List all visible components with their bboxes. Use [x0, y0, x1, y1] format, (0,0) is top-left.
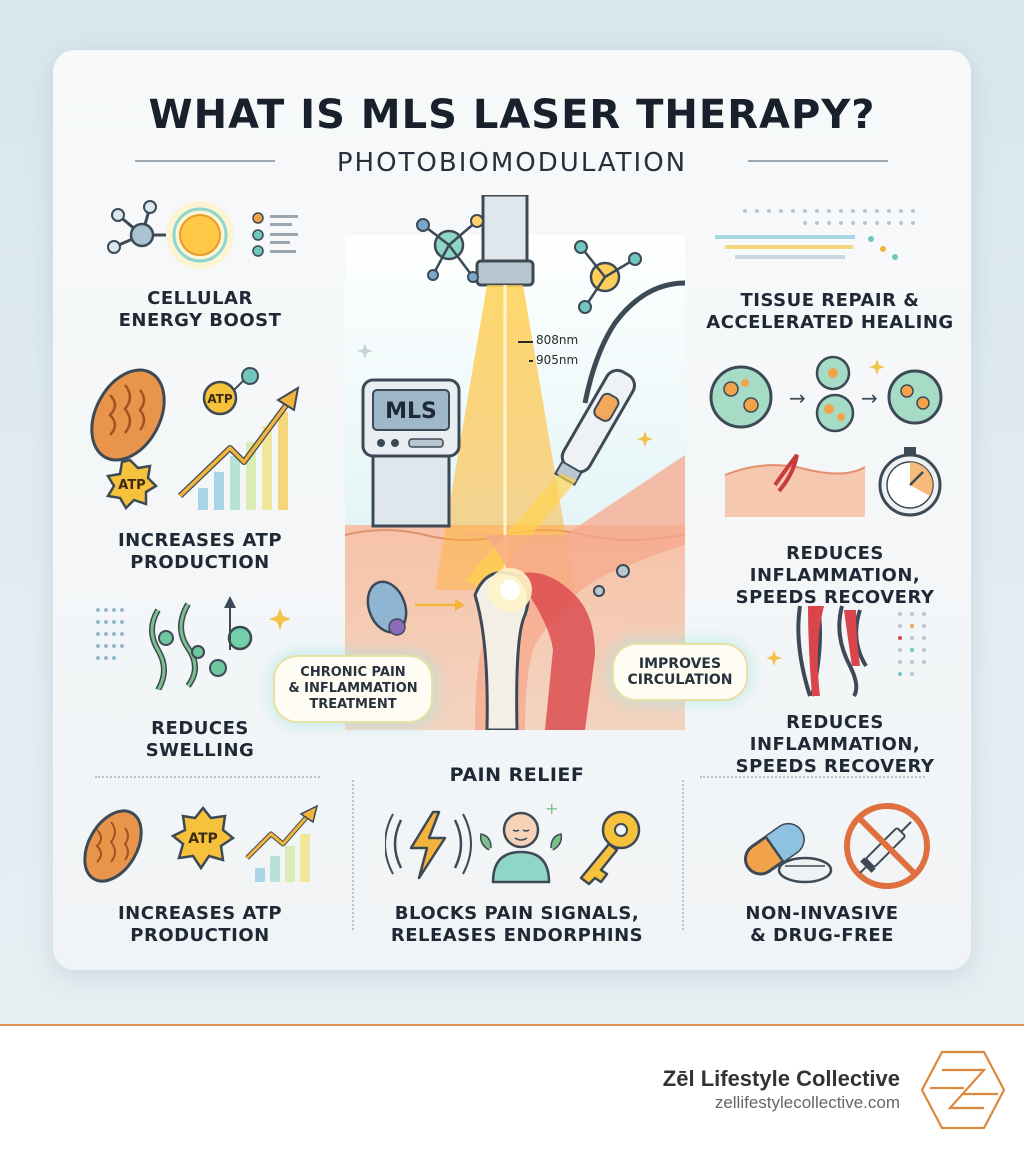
bottom-divider-right: [700, 776, 925, 778]
brand-logo-icon: [920, 1050, 1006, 1130]
tissue-repair-label: TISSUE REPAIR & ACCELERATED HEALING: [706, 290, 954, 333]
reduces-inflammation-label-1: REDUCES INFLAMMATION, SPEEDS RECOVERY: [735, 543, 935, 608]
subtitle-rule-right: [748, 160, 888, 162]
mitochondria-atp-chart-icon: ATP ATP: [90, 367, 300, 511]
circulation-callout: IMPROVES CIRCULATION: [612, 643, 748, 701]
dot-pattern-right: [715, 209, 915, 260]
svg-text:→: →: [861, 386, 878, 410]
cell-healing-icon: → →: [709, 355, 943, 517]
atp-production-icon: ATP: [83, 804, 319, 883]
chronic-pain-callout: CHRONIC PAIN & INFLAMMATION TREATMENT: [273, 655, 433, 723]
bottom-vdivider-2: [682, 780, 684, 930]
pain-relief-heading: PAIN RELIEF: [449, 764, 585, 786]
page-title: WHAT IS MLS LASER THERAPY?: [148, 92, 876, 138]
brand-url[interactable]: zellifestylecollective.com: [714, 1093, 900, 1112]
non-invasive-label: NON-INVASIVE & DRUG-FREE: [745, 903, 899, 946]
increases-atp-label: INCREASES ATP PRODUCTION: [117, 530, 283, 573]
reduces-inflammation-label-2: REDUCES INFLAMMATION, SPEEDS RECOVERY: [735, 712, 935, 777]
blood-vessel-icon: [766, 605, 926, 698]
bottom-atp-label: INCREASES ATP PRODUCTION: [117, 903, 283, 946]
molecule-sun-icon: [107, 200, 298, 269]
bottom-divider-left: [95, 776, 320, 778]
footer-bar: [0, 1024, 1024, 1156]
drug-free-icon: [744, 803, 930, 889]
cellular-energy-label: CELLULAR ENERGY BOOST: [118, 288, 282, 331]
atp-badge-text-2: ATP: [207, 392, 233, 406]
bottom-vdivider-1: [352, 780, 354, 930]
atp-badge-text-3: ATP: [188, 831, 218, 847]
page-subtitle: PHOTOBIOMODULATION: [336, 148, 688, 178]
atp-badge-text-1: ATP: [118, 478, 145, 493]
wavelength-808-label: 808nm: [536, 333, 579, 347]
wavelength-905-label: 905nm: [536, 353, 579, 367]
swelling-icon: [96, 596, 290, 690]
brand-name: Zēl Lifestyle Collective: [662, 1066, 900, 1091]
subtitle-rule-left: [135, 160, 275, 162]
reduces-swelling-label: REDUCES SWELLING: [145, 718, 255, 761]
pain-relief-icons: +: [385, 800, 641, 886]
pain-signals-label: BLOCKS PAIN SIGNALS, RELEASES ENDORPHINS: [390, 903, 644, 946]
svg-text:+: +: [545, 800, 558, 818]
device-screen-text: MLS: [385, 399, 437, 424]
svg-text:→: →: [789, 386, 806, 410]
